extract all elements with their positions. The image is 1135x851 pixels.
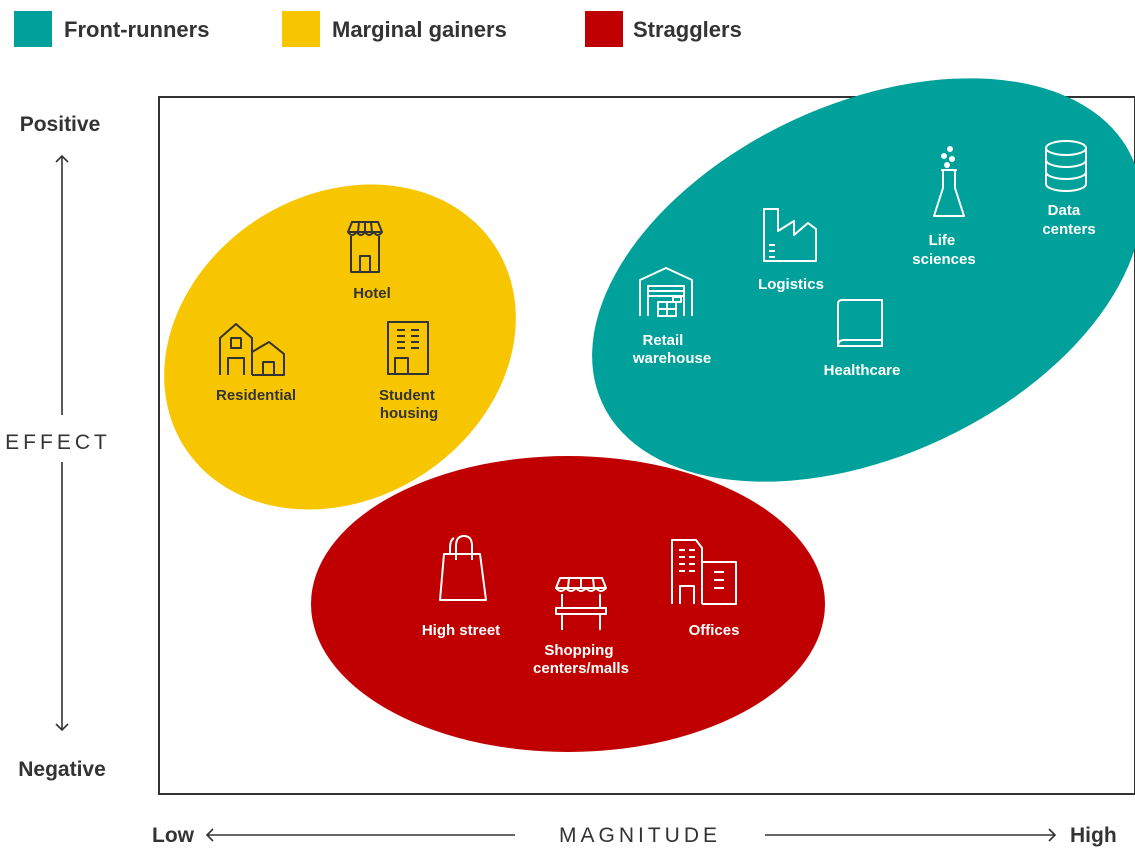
residential-icon xyxy=(219,323,285,376)
retail-warehouse-label-line-2: warehouse xyxy=(632,350,711,367)
y-axis: Positive EFFECT Negative xyxy=(5,113,111,781)
life-sciences-icon xyxy=(933,146,965,217)
data-centers-label: Data centers xyxy=(1042,202,1095,238)
data-centers-label-line-1: Data xyxy=(1048,202,1081,219)
y-axis-top-label: Positive xyxy=(20,113,101,136)
x-axis-left-label: Low xyxy=(152,824,195,847)
plot-frame xyxy=(158,96,1135,795)
legend-swatch-stragglers xyxy=(585,11,623,47)
legend-swatch-marginal-gainers xyxy=(282,11,320,47)
shopping-centers-label: Shopping centers/malls xyxy=(533,642,629,677)
legend-label-front-runners: Front-runners xyxy=(64,17,209,42)
y-axis-title: EFFECT xyxy=(5,431,111,454)
legend-label-stragglers: Stragglers xyxy=(633,17,742,42)
high-street-label: High street xyxy=(422,622,500,639)
legend-swatch-front-runners xyxy=(14,11,52,47)
legend-item-stragglers: Stragglers xyxy=(585,11,742,47)
hotel-icon xyxy=(347,221,383,273)
high-street-icon xyxy=(439,535,487,601)
offices-label: Offices xyxy=(689,622,740,639)
life-sciences-label: Life sciences xyxy=(912,232,975,268)
item-offices: Offices xyxy=(671,539,740,639)
shopping-centers-label-line-2: centers/malls xyxy=(533,660,629,677)
item-data-centers: Data centers xyxy=(1042,140,1096,238)
data-centers-label-line-2: centers xyxy=(1042,221,1095,238)
hotel-label-line: Hotel xyxy=(353,285,391,302)
item-student-housing: Student housing xyxy=(379,321,439,422)
offices-icon xyxy=(671,539,737,605)
stragglers-ellipse xyxy=(311,456,825,752)
front-runners-ellipse xyxy=(592,78,1135,482)
student-housing-label: Student housing xyxy=(379,387,439,422)
item-healthcare: Healthcare xyxy=(824,299,901,379)
legend-item-marginal-gainers: Marginal gainers xyxy=(282,11,507,47)
healthcare-label-line: Healthcare xyxy=(824,362,901,379)
legend: Front-runners Marginal gainers Straggler… xyxy=(14,11,742,47)
item-life-sciences: Life sciences xyxy=(912,146,976,268)
shopping-centers-icon xyxy=(555,577,607,630)
item-high-street: High street xyxy=(422,535,500,639)
x-axis: Low MAGNITUDE High xyxy=(152,824,1117,847)
item-logistics: Logistics xyxy=(758,208,824,293)
shopping-centers-label-line-1: Shopping xyxy=(544,642,613,659)
data-centers-icon xyxy=(1045,140,1087,192)
x-axis-title: MAGNITUDE xyxy=(559,824,721,847)
healthcare-label: Healthcare xyxy=(824,362,901,379)
high-street-label-line: High street xyxy=(422,622,500,639)
logistics-label-line: Logistics xyxy=(758,276,824,293)
logistics-label: Logistics xyxy=(758,276,824,293)
marginal-gainers-ellipse xyxy=(164,184,516,510)
life-sciences-label-line-1: Life xyxy=(929,232,956,249)
offices-label-line: Offices xyxy=(689,622,740,639)
student-housing-label-line-2: housing xyxy=(380,405,438,422)
legend-label-marginal-gainers: Marginal gainers xyxy=(332,17,507,42)
residential-label-line: Residential xyxy=(216,387,296,404)
legend-item-front-runners: Front-runners xyxy=(14,11,209,47)
healthcare-icon xyxy=(837,299,883,347)
retail-warehouse-label-line-1: Retail xyxy=(642,332,683,349)
x-axis-right-label: High xyxy=(1070,824,1117,847)
item-hotel: Hotel xyxy=(347,221,391,302)
item-shopping-centers: Shopping centers/malls xyxy=(533,577,629,677)
life-sciences-label-line-2: sciences xyxy=(912,251,975,268)
student-housing-label-line-1: Student xyxy=(379,387,435,404)
item-retail-warehouse: Retail warehouse xyxy=(632,267,711,367)
student-housing-icon xyxy=(387,321,429,375)
retail-warehouse-label: Retail warehouse xyxy=(632,332,711,367)
retail-warehouse-icon xyxy=(639,267,693,317)
y-axis-bottom-label: Negative xyxy=(18,758,106,781)
item-residential: Residential xyxy=(216,323,296,404)
logistics-icon xyxy=(763,208,817,262)
residential-label: Residential xyxy=(216,387,296,404)
hotel-label: Hotel xyxy=(353,285,391,302)
